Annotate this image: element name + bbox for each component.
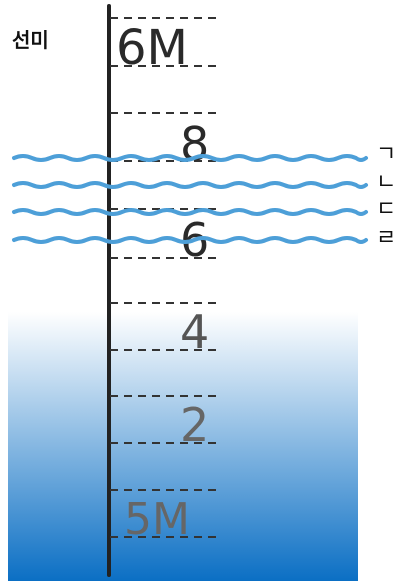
- waterline-waves: [12, 154, 368, 244]
- label-top: 6M: [116, 20, 188, 76]
- wave-line-1: [12, 154, 368, 162]
- label-two: 2: [180, 398, 209, 452]
- wave-line-4: [12, 236, 368, 244]
- waterline-label-2: ㄴ: [376, 170, 396, 195]
- waterline-label-4: ㄹ: [376, 226, 396, 251]
- waterline-label-1: ㄱ: [376, 142, 396, 167]
- waterline-label-3: ㄷ: [376, 197, 396, 222]
- tick-group: [110, 17, 222, 538]
- wave-line-2: [12, 181, 368, 189]
- diagram-title: 선미: [12, 28, 49, 52]
- wave-line-3: [12, 208, 368, 216]
- label-eight: 8: [180, 117, 209, 171]
- label-bottom: 5M: [124, 494, 190, 545]
- label-four: 4: [180, 305, 209, 359]
